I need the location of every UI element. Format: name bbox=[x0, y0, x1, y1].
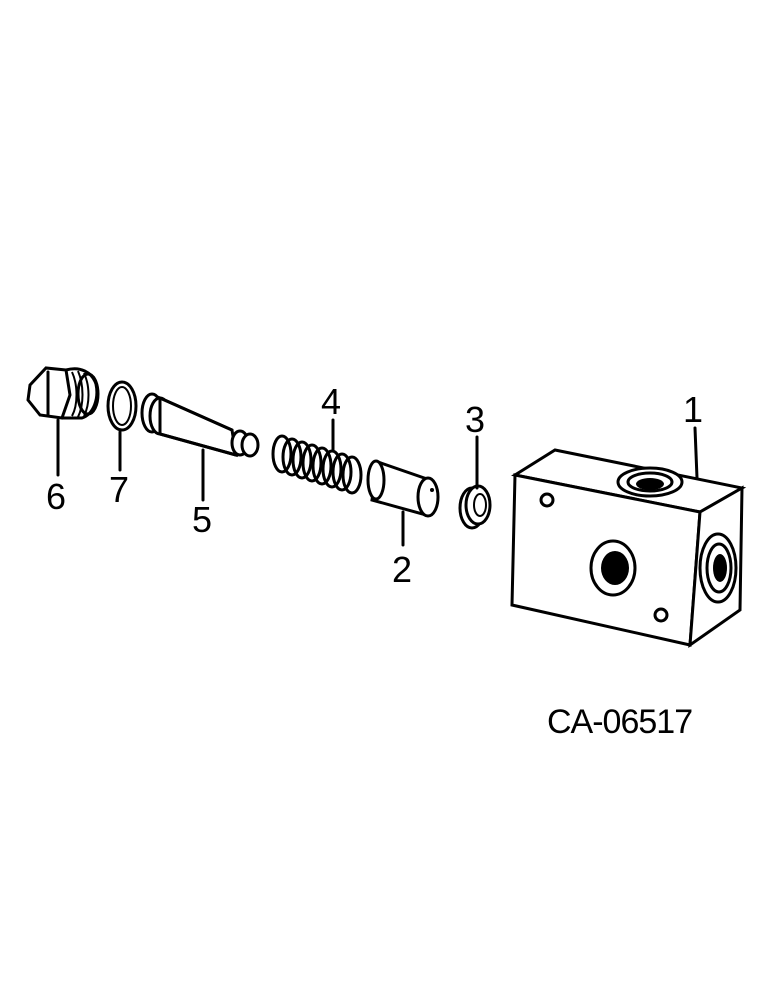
part-piston bbox=[366, 459, 440, 547]
callout-2: 2 bbox=[392, 549, 412, 590]
part-seat bbox=[458, 435, 492, 530]
callout-7: 7 bbox=[109, 469, 129, 510]
callout-1: 1 bbox=[683, 389, 703, 430]
part-stem bbox=[140, 392, 260, 502]
callout-4: 4 bbox=[321, 381, 341, 422]
part-block bbox=[510, 426, 747, 649]
callout-5: 5 bbox=[192, 499, 212, 540]
callout-6: 6 bbox=[46, 476, 66, 517]
figure-code: CA-06517 bbox=[547, 703, 692, 741]
part-plug bbox=[26, 366, 100, 477]
callout-3: 3 bbox=[465, 399, 485, 440]
part-spring bbox=[271, 418, 363, 495]
part-o-ring bbox=[106, 380, 138, 472]
